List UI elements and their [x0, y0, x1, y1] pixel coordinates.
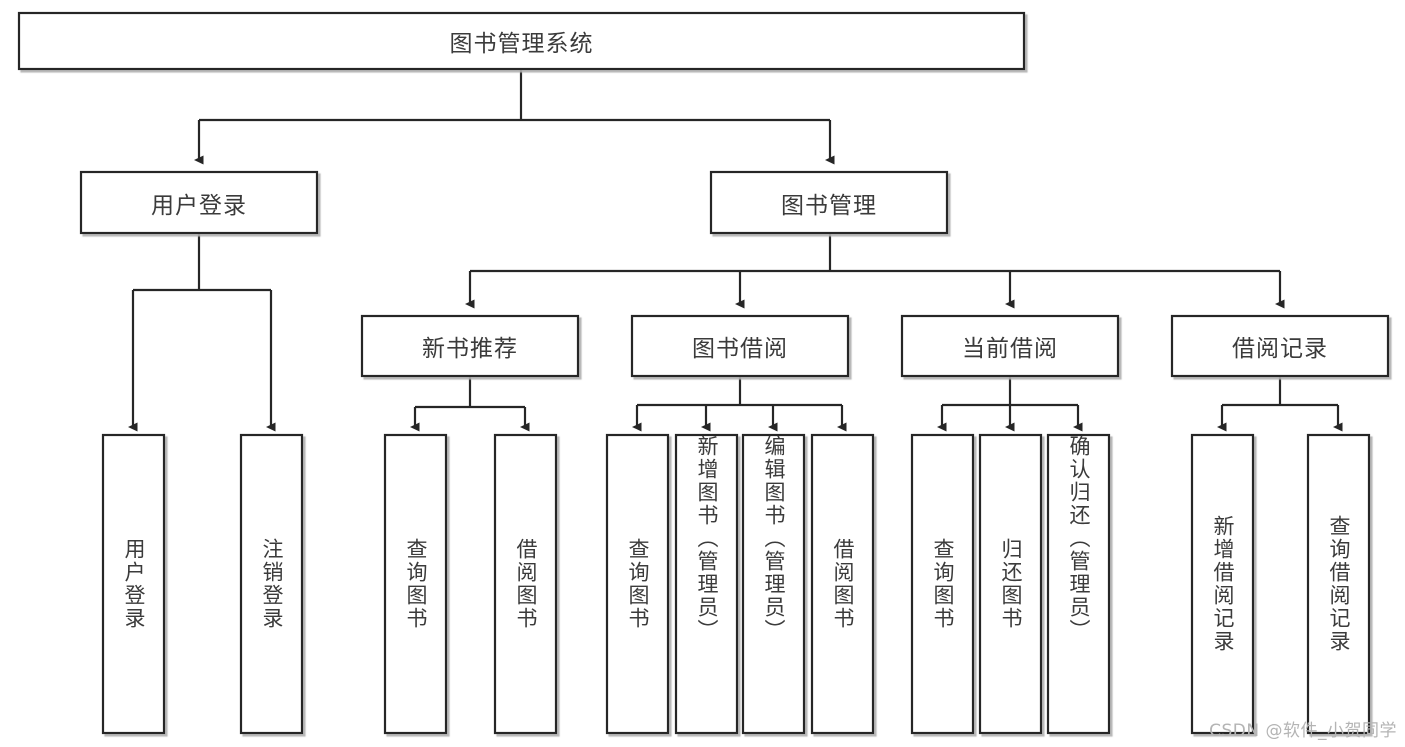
- node-box-leaf-query-record[interactable]: [1306, 433, 1371, 735]
- node-box-leaf-borrow-book-1[interactable]: [493, 433, 558, 735]
- node-box-leaf-query-book-1[interactable]: [383, 433, 448, 735]
- node-box-leaf-query-book-3[interactable]: [910, 433, 975, 735]
- edge-group-book-manage-to-level3: [465, 233, 1285, 309]
- node-box-user-login[interactable]: [79, 170, 319, 235]
- node-box-leaf-add-book[interactable]: [674, 433, 739, 735]
- edge-group-borrow-record-to-leaves: [1217, 376, 1343, 432]
- node-box-current-borrow[interactable]: [900, 314, 1120, 378]
- node-box-leaf-add-record[interactable]: [1190, 433, 1255, 735]
- csdn-watermark: CSDN @软件_小贺同学: [1209, 721, 1397, 741]
- edge-group-user-login-to-leaves: [128, 233, 276, 432]
- node-box-leaf-borrow-book-2[interactable]: [810, 433, 875, 735]
- node-box-borrow-record[interactable]: [1170, 314, 1390, 378]
- node-box-book-manage[interactable]: [709, 170, 949, 235]
- edge-group-root-to-level2: [194, 69, 835, 165]
- node-box-leaf-confirm-return[interactable]: [1046, 433, 1111, 735]
- edge-group-new-book-recommend-to-leaves: [410, 376, 530, 432]
- node-box-leaf-return-book[interactable]: [978, 433, 1043, 735]
- node-box-book-borrow[interactable]: [630, 314, 850, 378]
- node-box-leaf-user-login[interactable]: [101, 433, 166, 735]
- edge-group-current-borrow-to-leaves: [937, 376, 1083, 432]
- node-box-root[interactable]: [17, 11, 1026, 71]
- edge-group-book-borrow-to-leaves: [632, 376, 847, 432]
- node-box-leaf-edit-book[interactable]: [741, 433, 806, 735]
- node-box-leaf-logout[interactable]: [239, 433, 304, 735]
- node-box-new-book-recommend[interactable]: [360, 314, 580, 378]
- node-box-leaf-query-book-2[interactable]: [605, 433, 670, 735]
